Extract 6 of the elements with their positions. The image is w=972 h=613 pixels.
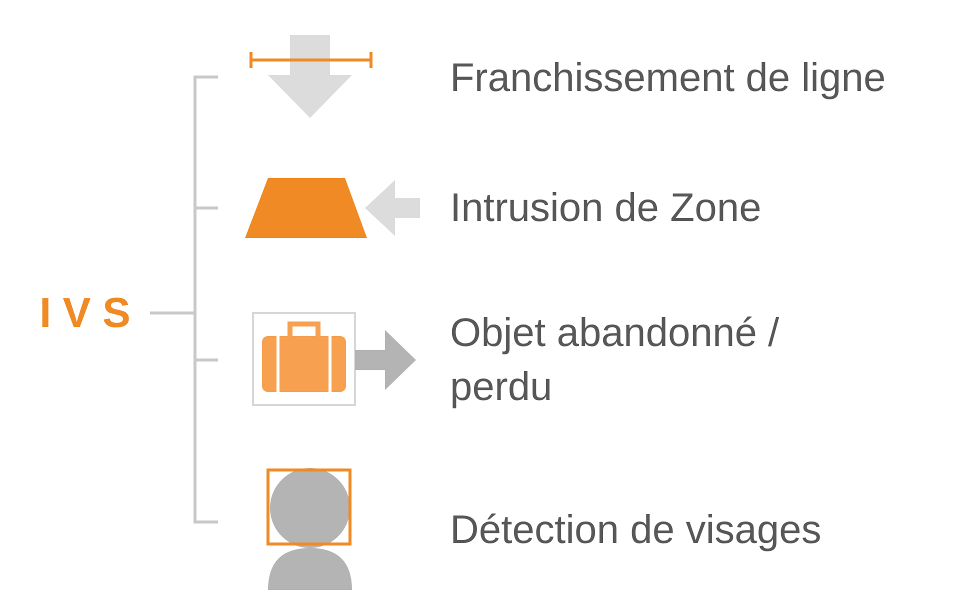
feature-label: Franchissement de ligne	[450, 54, 887, 102]
feature-label: Détection de visages	[450, 507, 822, 554]
feature-label: Objet abandonné / perdu	[450, 310, 780, 411]
feature-label: Intrusion de Zone	[450, 185, 762, 232]
bracket-line	[150, 312, 218, 524]
root-label: I V S	[39, 289, 131, 337]
